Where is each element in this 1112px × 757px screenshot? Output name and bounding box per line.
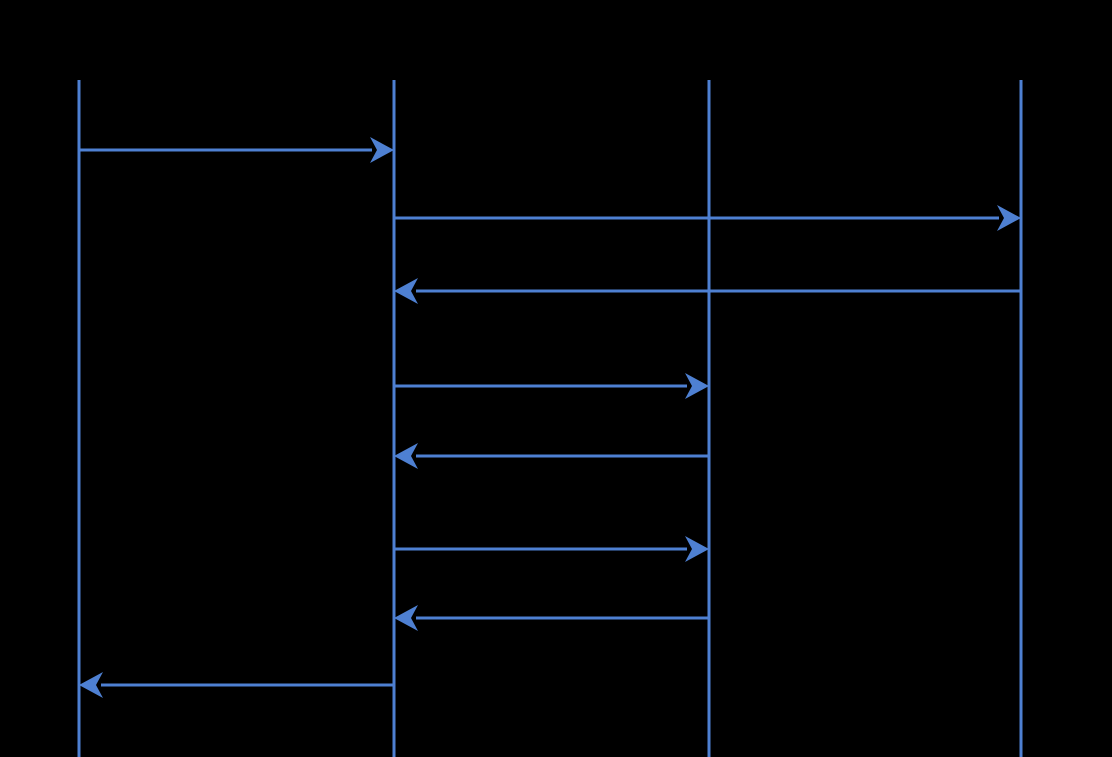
lifelines-group — [77, 80, 1023, 757]
message-2-l2-to-l4[interactable] — [394, 205, 1021, 231]
message-6-l2-to-l3[interactable] — [394, 536, 709, 562]
message-4-l2-to-l3[interactable] — [394, 373, 709, 399]
arrowhead-icon — [997, 205, 1021, 231]
arrowhead-icon — [79, 672, 103, 698]
message-3-l4-to-l2[interactable] — [394, 278, 1021, 304]
arrowhead-icon — [394, 605, 418, 631]
arrowhead-icon — [394, 443, 418, 469]
message-8-l2-to-l1[interactable] — [79, 672, 394, 698]
arrowhead-icon — [394, 278, 418, 304]
messages-group — [79, 137, 1021, 698]
message-1-l1-to-l2[interactable] — [79, 137, 394, 163]
arrowhead-icon — [685, 373, 709, 399]
arrowhead-icon — [685, 536, 709, 562]
message-5-l3-to-l2[interactable] — [394, 443, 709, 469]
arrowhead-icon — [370, 137, 394, 163]
message-7-l3-to-l2[interactable] — [394, 605, 709, 631]
